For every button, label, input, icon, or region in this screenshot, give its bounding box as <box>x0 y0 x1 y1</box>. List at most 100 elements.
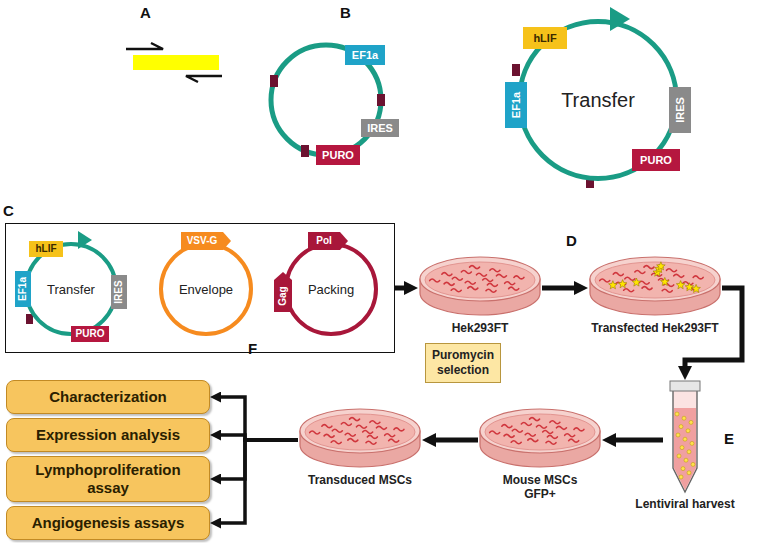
cell <box>350 418 360 421</box>
culture-medium <box>425 262 535 298</box>
flow-arrow <box>436 438 478 443</box>
cell <box>550 421 560 424</box>
cell <box>452 277 462 280</box>
cell <box>625 277 635 280</box>
cell <box>644 266 654 269</box>
segment-fill <box>523 27 567 49</box>
plasmid-site <box>26 314 33 324</box>
step-label: Puromycin selection <box>429 348 497 378</box>
cell <box>509 287 519 290</box>
dish-label: Mouse MSCs GFP+ <box>495 473 585 501</box>
cell <box>470 266 480 269</box>
cell <box>504 434 514 437</box>
panel-letter: A <box>140 4 151 21</box>
segment-fill <box>345 45 385 65</box>
cell <box>370 421 380 424</box>
dna-fragment <box>133 55 219 70</box>
plasmid-site <box>270 75 278 87</box>
cell <box>613 273 623 276</box>
gene-segment: hLIF <box>29 241 63 257</box>
cell <box>543 431 553 434</box>
cell <box>574 428 584 431</box>
plasmid-name: Packing <box>308 282 354 297</box>
panel-letter: D <box>566 232 577 249</box>
segment-label: VSV-G <box>181 232 231 250</box>
cell <box>556 426 566 429</box>
gene-segment: EF1a <box>15 271 31 307</box>
plasmid-map: Packing <box>283 241 379 337</box>
cell <box>461 270 471 273</box>
cell <box>565 434 575 437</box>
segment-fill <box>71 326 110 342</box>
cell <box>430 279 440 282</box>
dish-rim <box>420 257 540 301</box>
plasmid-name: Transfer <box>47 282 95 297</box>
cell <box>546 441 556 444</box>
segment-fill <box>505 82 527 128</box>
viral-particle <box>679 475 683 479</box>
viral-particle <box>681 467 685 471</box>
cell <box>341 422 351 425</box>
gene-segment: PURO <box>316 145 360 165</box>
cell <box>667 269 677 272</box>
cell <box>357 425 367 428</box>
culture-dish: Mouse MSCs GFP+ <box>478 405 602 501</box>
plasmid-site <box>377 94 385 106</box>
cell <box>451 289 461 292</box>
cell <box>525 433 535 436</box>
cell <box>496 274 506 277</box>
panel-letter: B <box>340 4 351 21</box>
gene-segment: hLIF <box>523 27 567 49</box>
dish-label: Hek293FT <box>418 321 542 335</box>
panel-letter: E <box>724 430 734 447</box>
cell <box>363 431 373 434</box>
viral-particle <box>685 283 694 291</box>
plasmid-name: Transfer <box>561 89 635 112</box>
segment-fill <box>669 87 691 133</box>
gene-segment: PURO <box>71 326 110 342</box>
cell <box>505 282 515 285</box>
viral-particle <box>691 462 695 466</box>
gene-segment: Gag <box>274 272 292 312</box>
plasmid-backbone <box>26 244 116 334</box>
panel-frame: CTransferEF1ahLIFIRESPUROEnvelopeVSV-GPa… <box>5 223 395 353</box>
viral-particle <box>684 458 688 462</box>
culture-dish: Hek293FT <box>418 253 542 335</box>
viral-particle <box>618 280 627 288</box>
segment-fill <box>15 271 31 307</box>
assay-box: Expression analysis <box>6 418 210 452</box>
cell <box>569 439 579 442</box>
assay-label: Characterization <box>49 388 167 406</box>
cell <box>324 434 334 437</box>
viral-particle <box>657 262 666 270</box>
culture-dish: Transduced MSCs <box>298 405 422 487</box>
cell <box>465 281 475 284</box>
segment-fill <box>308 232 348 250</box>
assay-box: Angiogenesis assays <box>6 506 210 540</box>
cell <box>487 283 497 286</box>
cell <box>486 289 496 292</box>
cell <box>477 273 487 276</box>
dish-label: Transfected Hek293FT <box>588 321 722 335</box>
culture-medium <box>595 262 715 298</box>
viral-particle <box>690 441 694 445</box>
plasmid-name: Envelope <box>179 282 233 297</box>
cell <box>528 439 538 442</box>
cell <box>345 433 355 436</box>
tube-label: Lentiviral harvest <box>630 497 740 511</box>
segment-fill <box>274 272 292 312</box>
flow-arrow <box>542 286 574 291</box>
tube-body <box>673 390 697 492</box>
segment-label: IRES <box>361 119 399 137</box>
viral-particle <box>676 433 680 437</box>
cell <box>389 439 399 442</box>
culture-dish: Transfected Hek293FT <box>588 253 722 335</box>
flow-arrow <box>221 397 298 440</box>
segment-fill <box>632 149 680 171</box>
cell <box>322 425 332 428</box>
viral-particle <box>687 471 691 475</box>
cell <box>442 273 452 276</box>
cell <box>490 269 500 272</box>
dish-drawing <box>588 253 722 319</box>
segment-fill <box>29 241 63 257</box>
